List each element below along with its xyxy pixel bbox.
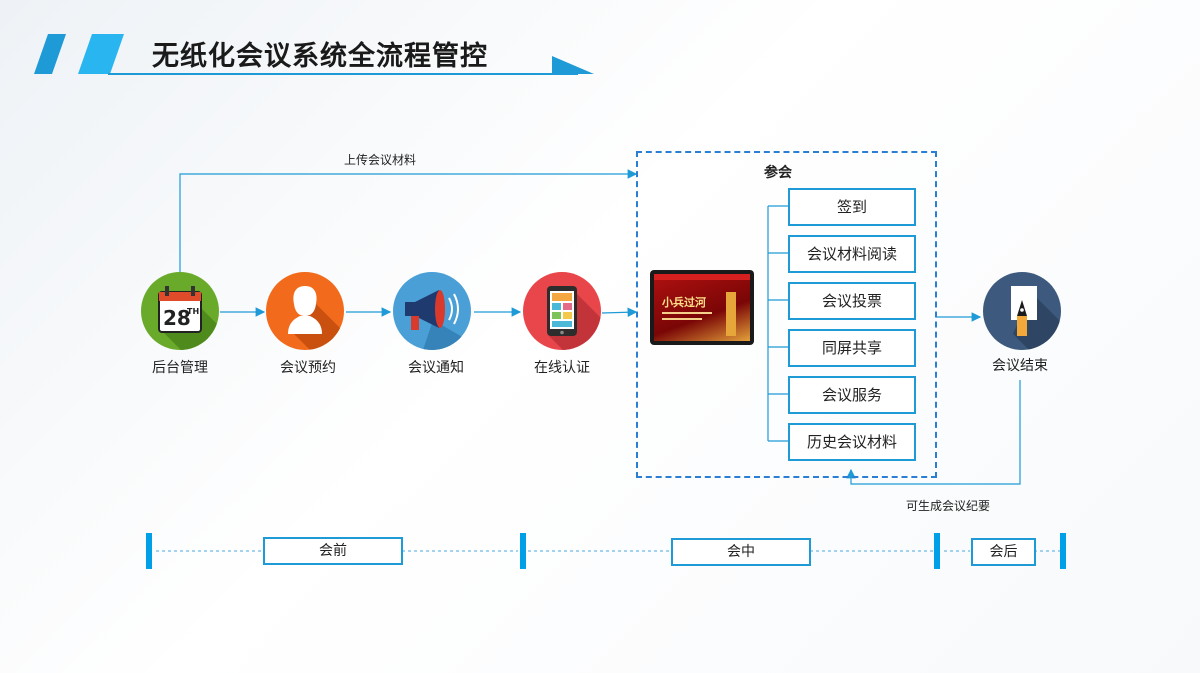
step-end-circle[interactable] [983, 272, 1061, 350]
title-underline-arrow [552, 56, 594, 74]
timeline-marker [1060, 533, 1066, 569]
svg-text:28: 28 [163, 306, 191, 330]
upload-label: 上传会议材料 [344, 153, 417, 167]
title-underline [108, 73, 578, 75]
phase-during: 会中 [671, 538, 811, 566]
tablet-screen: 小兵过河 [654, 274, 750, 341]
step-backend-circle[interactable]: 28 TH [141, 272, 219, 350]
tablet-device[interactable]: 小兵过河 [650, 270, 754, 345]
pen-nib-icon [1011, 286, 1061, 350]
step-reservation-circle[interactable] [266, 272, 344, 350]
timeline-marker [146, 533, 152, 569]
person-icon [288, 286, 344, 350]
step-auth-circle[interactable] [523, 272, 601, 350]
attend-group-frame [636, 151, 937, 478]
step-reservation-label: 会议预约 [280, 360, 336, 376]
tablet-icon [547, 286, 601, 350]
phase-before: 会前 [263, 537, 403, 565]
header-tag-icon [34, 34, 124, 74]
attend-item-materials[interactable]: 会议材料阅读 [788, 235, 916, 273]
timeline-marker [520, 533, 526, 569]
attend-item-service[interactable]: 会议服务 [788, 376, 916, 414]
step-auth-label: 在线认证 [534, 360, 590, 376]
tablet-top-bar [654, 274, 750, 280]
feedback-label: 可生成会议纪要 [906, 499, 991, 513]
page-title: 无纸化会议系统全流程管控 [152, 41, 488, 72]
attend-item-history[interactable]: 历史会议材料 [788, 423, 916, 461]
svg-text:TH: TH [187, 307, 199, 316]
step-notification-label: 会议通知 [408, 360, 464, 376]
tablet-building-graphic [726, 292, 736, 336]
attend-item-screen-share[interactable]: 同屏共享 [788, 329, 916, 367]
attend-title: 参会 [764, 165, 792, 181]
tablet-text-line [662, 318, 702, 320]
timeline-marker [934, 533, 940, 569]
step-notification-circle[interactable] [393, 272, 471, 350]
megaphone-icon [405, 290, 471, 350]
phase-after: 会后 [971, 538, 1036, 566]
attend-item-vote[interactable]: 会议投票 [788, 282, 916, 320]
attend-item-checkin[interactable]: 签到 [788, 188, 916, 226]
step-backend-label: 后台管理 [152, 360, 208, 376]
tablet-headline: 小兵过河 [662, 296, 706, 309]
calendar-icon: 28 TH [158, 286, 219, 350]
step-end-label: 会议结束 [992, 358, 1048, 374]
tablet-text-line [662, 312, 712, 314]
